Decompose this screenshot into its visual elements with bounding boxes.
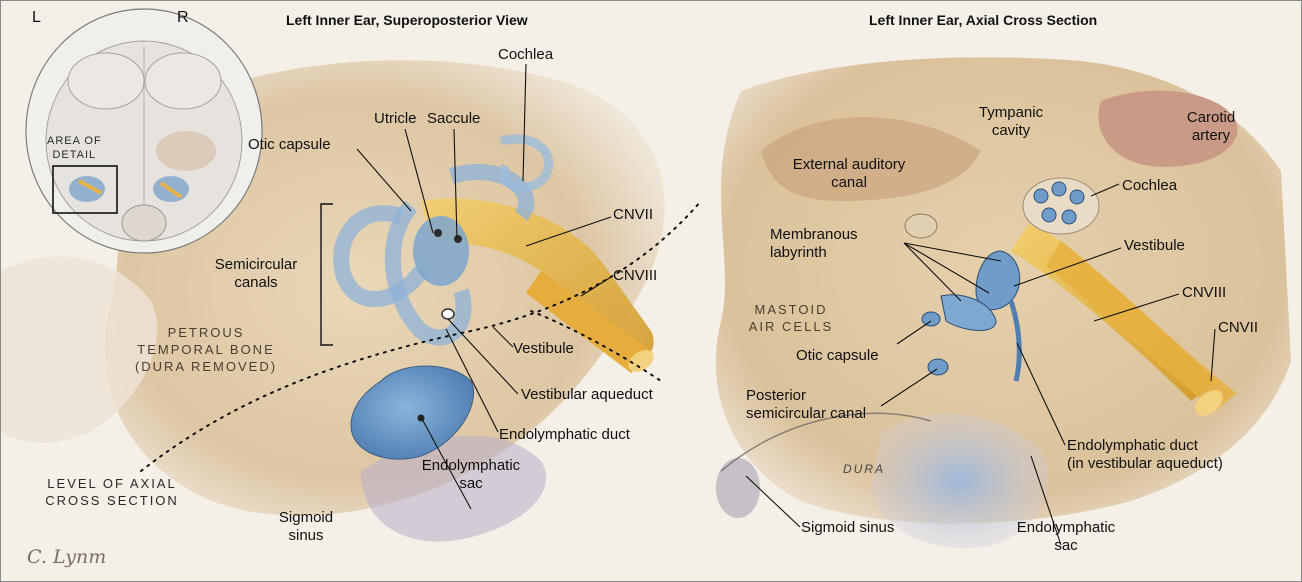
- label-cnviii-right: CNVIII: [1182, 284, 1226, 302]
- label-dura: DURA: [843, 460, 885, 478]
- petrous-line-2: TEMPORAL BONE: [131, 341, 281, 358]
- label-membranous-labyrinth: Membranous labyrinth: [770, 226, 858, 262]
- skull-inset: [26, 9, 262, 253]
- label-otic-capsule-right: Otic capsule: [796, 347, 879, 365]
- artist-signature: C. Lynm: [27, 546, 106, 568]
- label-endolymphatic-sac-right: Endolymphatic sac: [1006, 519, 1126, 555]
- posterior-line-1: Posterior: [746, 387, 866, 405]
- mastoid-line-2: AIR CELLS: [731, 318, 851, 335]
- mastoid-line-1: MASTOID: [731, 301, 851, 318]
- label-sigmoid-sinus-right: Sigmoid sinus: [801, 519, 894, 537]
- left-panel-title: Left Inner Ear, Superoposterior View: [286, 11, 528, 29]
- membranous-line-1: Membranous: [770, 226, 858, 244]
- label-tympanic-cavity: Tympanic cavity: [966, 104, 1056, 140]
- level-axial-line-2: CROSS SECTION: [37, 492, 187, 509]
- carotid-line-1: Carotid: [1171, 109, 1251, 127]
- tympanic-line-2: cavity: [966, 122, 1056, 140]
- label-semicircular-canals: Semicircular canals: [201, 256, 311, 292]
- label-vestibule-left: Vestibule: [513, 340, 574, 358]
- tympanic-line-1: Tympanic: [966, 104, 1056, 122]
- label-cochlea-left: Cochlea: [498, 46, 553, 64]
- label-cnvii-left: CNVII: [613, 206, 653, 224]
- endo-sac-right-line-1: Endolymphatic: [1006, 519, 1126, 537]
- label-utricle: Utricle: [374, 110, 417, 128]
- posterior-line-2: semicircular canal: [746, 405, 866, 423]
- petrous-line-1: PETROUS: [131, 324, 281, 341]
- label-endolymphatic-duct-left: Endolymphatic duct: [499, 426, 630, 444]
- label-level-of-axial-section: LEVEL OF AXIAL CROSS SECTION: [37, 475, 187, 509]
- inset-right-marker: R: [177, 9, 189, 27]
- right-cochlea: [1023, 178, 1099, 234]
- area-of-detail-line-2: DETAIL: [47, 148, 102, 162]
- inset-left-marker: L: [32, 9, 41, 27]
- endo-duct-right-line-1: Endolymphatic duct: [1067, 437, 1223, 455]
- endo-duct-right-line-2: (in vestibular aqueduct): [1067, 455, 1223, 473]
- membranous-line-2: labyrinth: [770, 244, 858, 262]
- label-cnviii-left: CNVIII: [613, 267, 657, 285]
- label-sigmoid-sinus-left: Sigmoid sinus: [266, 509, 346, 545]
- label-vestibule-right: Vestibule: [1124, 237, 1185, 255]
- endo-sac-left-line-1: Endolymphatic: [401, 457, 541, 475]
- external-canal-line-1: External auditory: [774, 156, 924, 174]
- label-endolymphatic-duct-right: Endolymphatic duct (in vestibular aquedu…: [1067, 437, 1223, 473]
- label-posterior-semicircular-canal: Posterior semicircular canal: [746, 387, 866, 423]
- right-panel-title: Left Inner Ear, Axial Cross Section: [869, 11, 1097, 29]
- label-external-auditory-canal: External auditory canal: [774, 156, 924, 192]
- sigmoid-left-line-1: Sigmoid: [266, 509, 346, 527]
- label-saccule: Saccule: [427, 110, 480, 128]
- label-petrous-temporal-bone: PETROUS TEMPORAL BONE (DURA REMOVED): [131, 324, 281, 375]
- area-of-detail-label: AREA OF DETAIL: [47, 134, 102, 162]
- label-carotid-artery: Carotid artery: [1171, 109, 1251, 145]
- endo-sac-left-line-2: sac: [401, 475, 541, 493]
- sigmoid-left-line-2: sinus: [266, 527, 346, 545]
- carotid-line-2: artery: [1171, 127, 1251, 145]
- label-cnvii-right: CNVII: [1218, 319, 1258, 337]
- area-of-detail-line-1: AREA OF: [47, 134, 102, 148]
- label-vestibular-aqueduct: Vestibular aqueduct: [521, 386, 653, 404]
- level-axial-line-1: LEVEL OF AXIAL: [37, 475, 187, 492]
- label-cochlea-right: Cochlea: [1122, 177, 1177, 195]
- petrous-line-3: (DURA REMOVED): [131, 358, 281, 375]
- semicircular-line-2: canals: [201, 274, 311, 292]
- label-mastoid-air-cells: MASTOID AIR CELLS: [731, 301, 851, 335]
- semicircular-line-1: Semicircular: [201, 256, 311, 274]
- endo-sac-right-line-2: sac: [1006, 537, 1126, 555]
- external-canal-line-2: canal: [774, 174, 924, 192]
- label-endolymphatic-sac-left: Endolymphatic sac: [401, 457, 541, 493]
- label-otic-capsule-left: Otic capsule: [248, 136, 331, 154]
